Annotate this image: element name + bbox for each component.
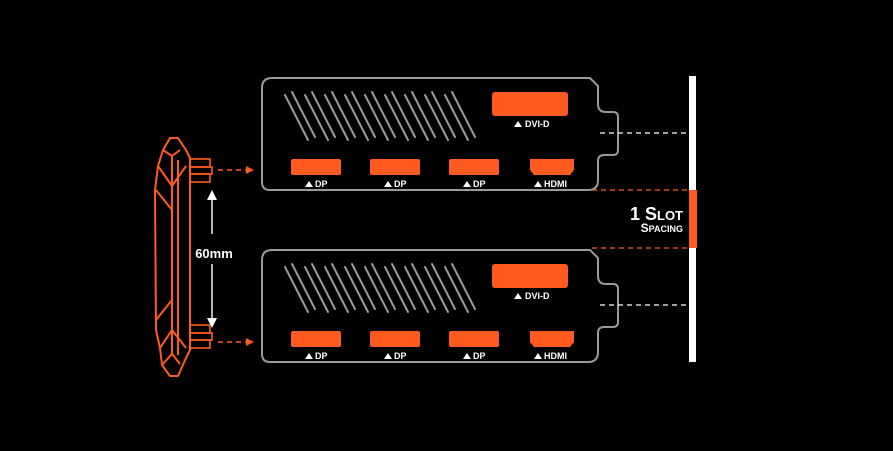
port-label: DP <box>315 351 328 361</box>
port-hdmi: HDMI <box>530 159 574 189</box>
port-dp-3: DP <box>449 331 499 361</box>
vent-slots <box>284 91 476 141</box>
port-dp-2: DP <box>370 331 420 361</box>
dvi-port: DVI-D <box>492 92 568 129</box>
dimension-label: 60mm <box>195 246 233 261</box>
connector-arrow-top <box>218 166 254 174</box>
dimension-line <box>207 190 217 328</box>
bridge-body <box>154 137 191 377</box>
vent-slots <box>284 263 476 313</box>
port-label: HDMI <box>544 351 567 361</box>
port-dp-3: DP <box>449 159 499 189</box>
sli-bridge: 60mm <box>154 137 254 377</box>
dvi-port-label: DVI-D <box>525 119 550 129</box>
port-label: HDMI <box>544 179 567 189</box>
port-label: DP <box>473 351 486 361</box>
port-label: DP <box>315 179 328 189</box>
port-hdmi: HDMI <box>530 331 574 361</box>
spacing-highlight <box>689 190 697 248</box>
connector-arrow-bottom <box>218 338 254 346</box>
dvi-port-label: DVI-D <box>525 291 550 301</box>
port-label: DP <box>473 179 486 189</box>
dvi-port: DVI-D <box>492 264 568 301</box>
port-dp-2: DP <box>370 159 420 189</box>
port-dp-1: DP <box>291 331 341 361</box>
card-bracket-outline <box>261 249 619 363</box>
bridge-connector-bottom <box>189 324 213 349</box>
spacing-label-line2: SPACING <box>641 221 683 235</box>
bridge-connector-top <box>189 158 213 183</box>
port-label: DP <box>394 351 407 361</box>
port-label: DP <box>394 179 407 189</box>
port-dp-1: DP <box>291 159 341 189</box>
graphics-card-bottom: DVI-D DP DP DP HDMI <box>261 249 619 363</box>
graphics-card-top: DVI-D DP DP DP HDMI <box>261 77 619 191</box>
card-bracket-outline <box>261 77 619 191</box>
